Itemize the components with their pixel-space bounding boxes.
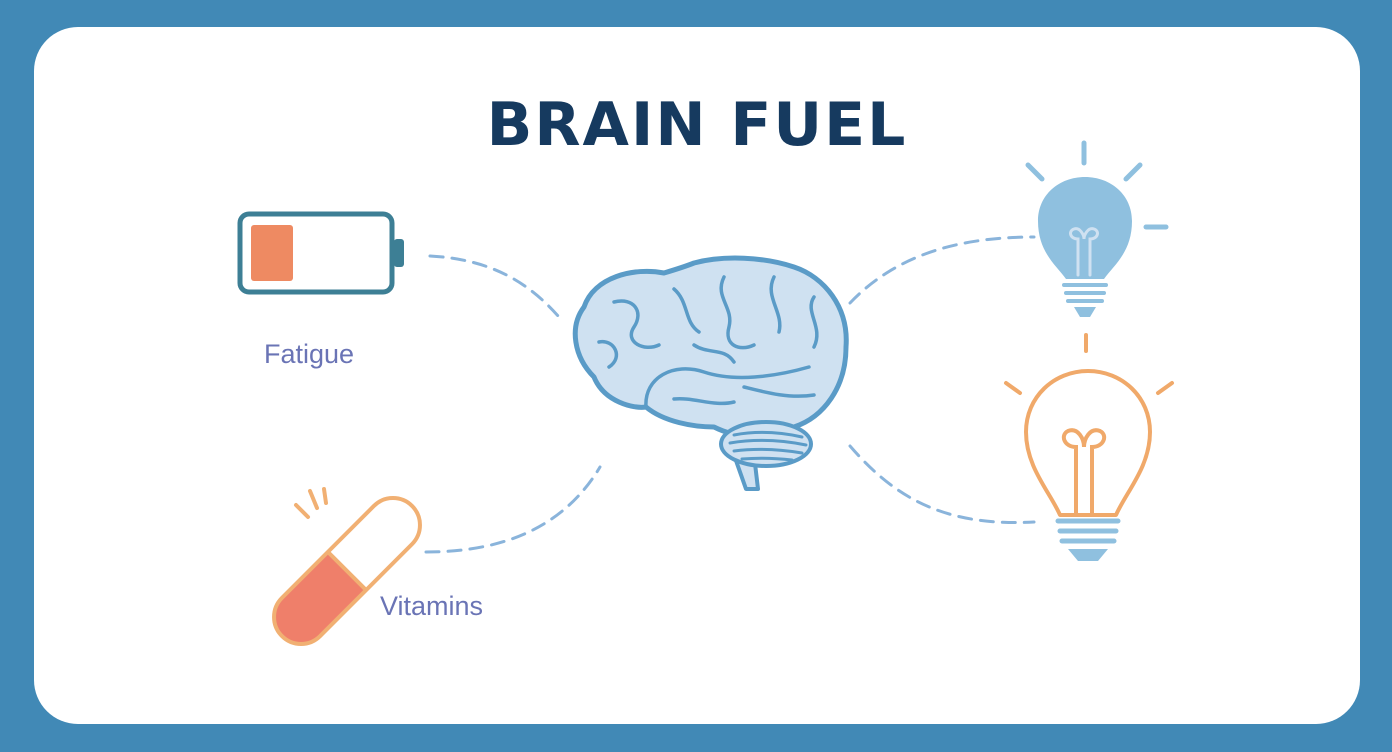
vitamins-label: Vitamins: [380, 591, 484, 621]
connector-brain-bulb-top: [848, 235, 1036, 305]
low-battery-icon: [237, 211, 404, 295]
connector-vitamins-brain: [424, 465, 602, 554]
fatigue-label: Fatigue: [264, 339, 355, 369]
light-bulb-icon-bottom: [1004, 369, 1174, 561]
capsule-icon: [272, 487, 422, 646]
diagram-title: BRAIN FUEL: [486, 90, 908, 160]
connector-fatigue-brain: [428, 254, 561, 319]
battery-level-fill: [251, 225, 293, 281]
diagram-card: BRAIN FUEL: [34, 27, 1360, 724]
connectors: [424, 235, 1036, 554]
diagram-artwork: [237, 140, 1174, 646]
light-bulb-icon-top: [1025, 140, 1169, 353]
brain-icon: [572, 255, 849, 491]
connector-brain-bulb-bottom: [848, 444, 1036, 525]
